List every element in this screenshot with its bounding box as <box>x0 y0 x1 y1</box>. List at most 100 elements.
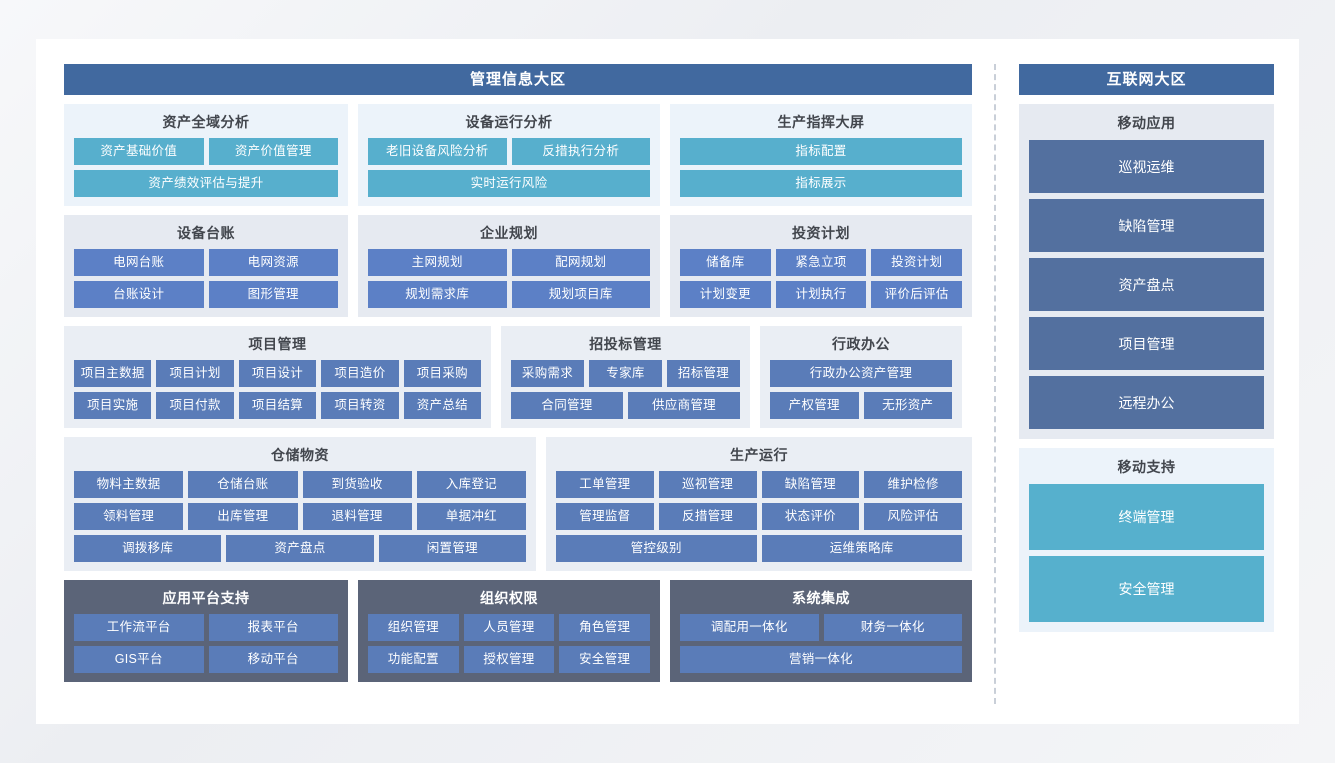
module-card: 企业规划主网规划配网规划规划需求库规划项目库 <box>358 215 660 317</box>
module-tile[interactable]: 单据冲红 <box>416 503 526 530</box>
module-tile[interactable]: 项目结算 <box>238 392 317 419</box>
module-tile[interactable]: 反措管理 <box>658 503 757 530</box>
module-card-title: 应用平台支持 <box>162 590 250 606</box>
module-tile[interactable]: 行政办公资产管理 <box>770 360 952 387</box>
tile-row: 实时运行风险 <box>368 170 650 197</box>
module-tile[interactable]: 项目采购 <box>403 360 482 387</box>
module-tile[interactable]: 配网规划 <box>511 249 650 276</box>
module-tile[interactable]: 紧急立项 <box>775 249 867 276</box>
module-tile[interactable]: 安全管理 <box>559 646 651 673</box>
module-card-title: 生产指挥大屏 <box>777 114 865 130</box>
module-tile[interactable]: 实时运行风险 <box>368 170 650 197</box>
tile-row: 电网台账电网资源 <box>74 249 338 276</box>
module-tile[interactable]: 调配用一体化 <box>680 614 819 641</box>
module-tile[interactable]: 缺陷管理 <box>761 471 860 498</box>
module-tile[interactable]: 台账设计 <box>74 281 204 308</box>
module-tile[interactable]: 领料管理 <box>74 503 184 530</box>
module-tile[interactable]: 仓储台账 <box>188 471 298 498</box>
spacer <box>1019 439 1274 448</box>
tile-row: 产权管理无形资产 <box>770 392 952 419</box>
mobile-module-tile[interactable]: 项目管理 <box>1029 317 1264 370</box>
module-tile[interactable]: 投资计划 <box>871 249 963 276</box>
mobile-module-tile[interactable]: 资产盘点 <box>1029 258 1264 311</box>
mobile-module-tile[interactable]: 安全管理 <box>1029 556 1264 622</box>
module-tile[interactable]: 电网资源 <box>208 249 338 276</box>
module-tile[interactable]: 移动平台 <box>208 646 338 673</box>
module-tile[interactable]: 资产总结 <box>403 392 482 419</box>
module-tile[interactable]: 风险评估 <box>864 503 962 530</box>
module-tile[interactable]: 管理监督 <box>556 503 654 530</box>
module-tile[interactable]: 财务一体化 <box>823 614 962 641</box>
module-tile[interactable]: 入库登记 <box>416 471 526 498</box>
mobile-module-tile[interactable]: 缺陷管理 <box>1029 199 1264 252</box>
module-tile[interactable]: 计划变更 <box>680 281 771 308</box>
module-tile[interactable]: 供应商管理 <box>628 392 740 419</box>
module-tile[interactable]: 资产盘点 <box>226 535 374 562</box>
module-card-title: 组织权限 <box>480 590 538 606</box>
module-card: 系统集成调配用一体化财务一体化营销一体化 <box>670 580 972 682</box>
module-tile[interactable]: 产权管理 <box>770 392 859 419</box>
module-tile[interactable]: 图形管理 <box>208 281 338 308</box>
tile-row: 物料主数据仓储台账到货验收入库登记 <box>74 471 526 498</box>
module-tile[interactable]: 管控级别 <box>556 535 757 562</box>
module-tile[interactable]: 专家库 <box>589 360 662 387</box>
module-tile[interactable]: 状态评价 <box>761 503 860 530</box>
module-tile[interactable]: 采购需求 <box>511 360 584 387</box>
module-tile[interactable]: 资产基础价值 <box>74 138 204 165</box>
tile-row: 合同管理供应商管理 <box>511 392 740 419</box>
module-tile[interactable]: 规划项目库 <box>511 281 650 308</box>
mobile-module-tile[interactable]: 巡视运维 <box>1029 140 1264 193</box>
mobile-module-tile[interactable]: 终端管理 <box>1029 484 1264 550</box>
module-tile[interactable]: 反措执行分析 <box>511 138 650 165</box>
module-tile[interactable]: 项目造价 <box>321 360 399 387</box>
module-tile[interactable]: 主网规划 <box>368 249 507 276</box>
module-tile[interactable]: 营销一体化 <box>680 646 962 673</box>
tile-row: 主网规划配网规划 <box>368 249 650 276</box>
module-tile[interactable]: 闲置管理 <box>378 535 526 562</box>
module-tile[interactable]: 指标配置 <box>680 138 962 165</box>
zone-divider <box>994 64 997 704</box>
tile-row: GIS平台移动平台 <box>74 646 338 673</box>
module-tile[interactable]: 合同管理 <box>511 392 623 419</box>
module-tile[interactable]: 招标管理 <box>667 360 740 387</box>
module-tile[interactable]: 无形资产 <box>863 392 952 419</box>
tile-row: 调拨移库资产盘点闲置管理 <box>74 535 526 562</box>
tile-row: 采购需求专家库招标管理 <box>511 360 740 387</box>
module-tile[interactable]: 规划需求库 <box>368 281 507 308</box>
module-tile[interactable]: GIS平台 <box>74 646 204 673</box>
module-tile[interactable]: 项目主数据 <box>74 360 152 387</box>
module-tile[interactable]: 项目转资 <box>321 392 399 419</box>
module-tile[interactable]: 资产绩效评估与提升 <box>74 170 338 197</box>
module-tile[interactable]: 到货验收 <box>302 471 412 498</box>
tile-row: 指标配置 <box>680 138 962 165</box>
tile-row: 营销一体化 <box>680 646 962 673</box>
module-tile[interactable]: 指标展示 <box>680 170 962 197</box>
mobile-module-tile[interactable]: 远程办公 <box>1029 376 1264 429</box>
mobile-module-card: 移动应用巡视运维缺陷管理资产盘点项目管理远程办公 <box>1019 104 1274 439</box>
module-tile[interactable]: 调拨移库 <box>74 535 222 562</box>
module-tile[interactable]: 退料管理 <box>302 503 412 530</box>
module-tile[interactable]: 巡视管理 <box>658 471 757 498</box>
module-tile[interactable]: 项目设计 <box>238 360 317 387</box>
module-tile[interactable]: 老旧设备风险分析 <box>368 138 507 165</box>
module-tile[interactable]: 物料主数据 <box>74 471 184 498</box>
module-tile[interactable]: 功能配置 <box>368 646 459 673</box>
module-tile[interactable]: 人员管理 <box>463 614 555 641</box>
module-tile[interactable]: 资产价值管理 <box>208 138 338 165</box>
module-tile[interactable]: 项目付款 <box>156 392 234 419</box>
module-tile[interactable]: 项目实施 <box>74 392 152 419</box>
module-tile[interactable]: 出库管理 <box>188 503 298 530</box>
module-tile[interactable]: 运维策略库 <box>761 535 962 562</box>
module-tile[interactable]: 储备库 <box>680 249 771 276</box>
module-tile[interactable]: 授权管理 <box>463 646 555 673</box>
module-tile[interactable]: 角色管理 <box>559 614 651 641</box>
module-tile[interactable]: 报表平台 <box>208 614 338 641</box>
module-tile[interactable]: 评价后评估 <box>871 281 963 308</box>
module-tile[interactable]: 计划执行 <box>775 281 867 308</box>
module-tile[interactable]: 工单管理 <box>556 471 654 498</box>
module-tile[interactable]: 项目计划 <box>156 360 234 387</box>
module-tile[interactable]: 电网台账 <box>74 249 204 276</box>
module-tile[interactable]: 工作流平台 <box>74 614 204 641</box>
module-tile[interactable]: 组织管理 <box>368 614 459 641</box>
module-tile[interactable]: 维护检修 <box>864 471 962 498</box>
